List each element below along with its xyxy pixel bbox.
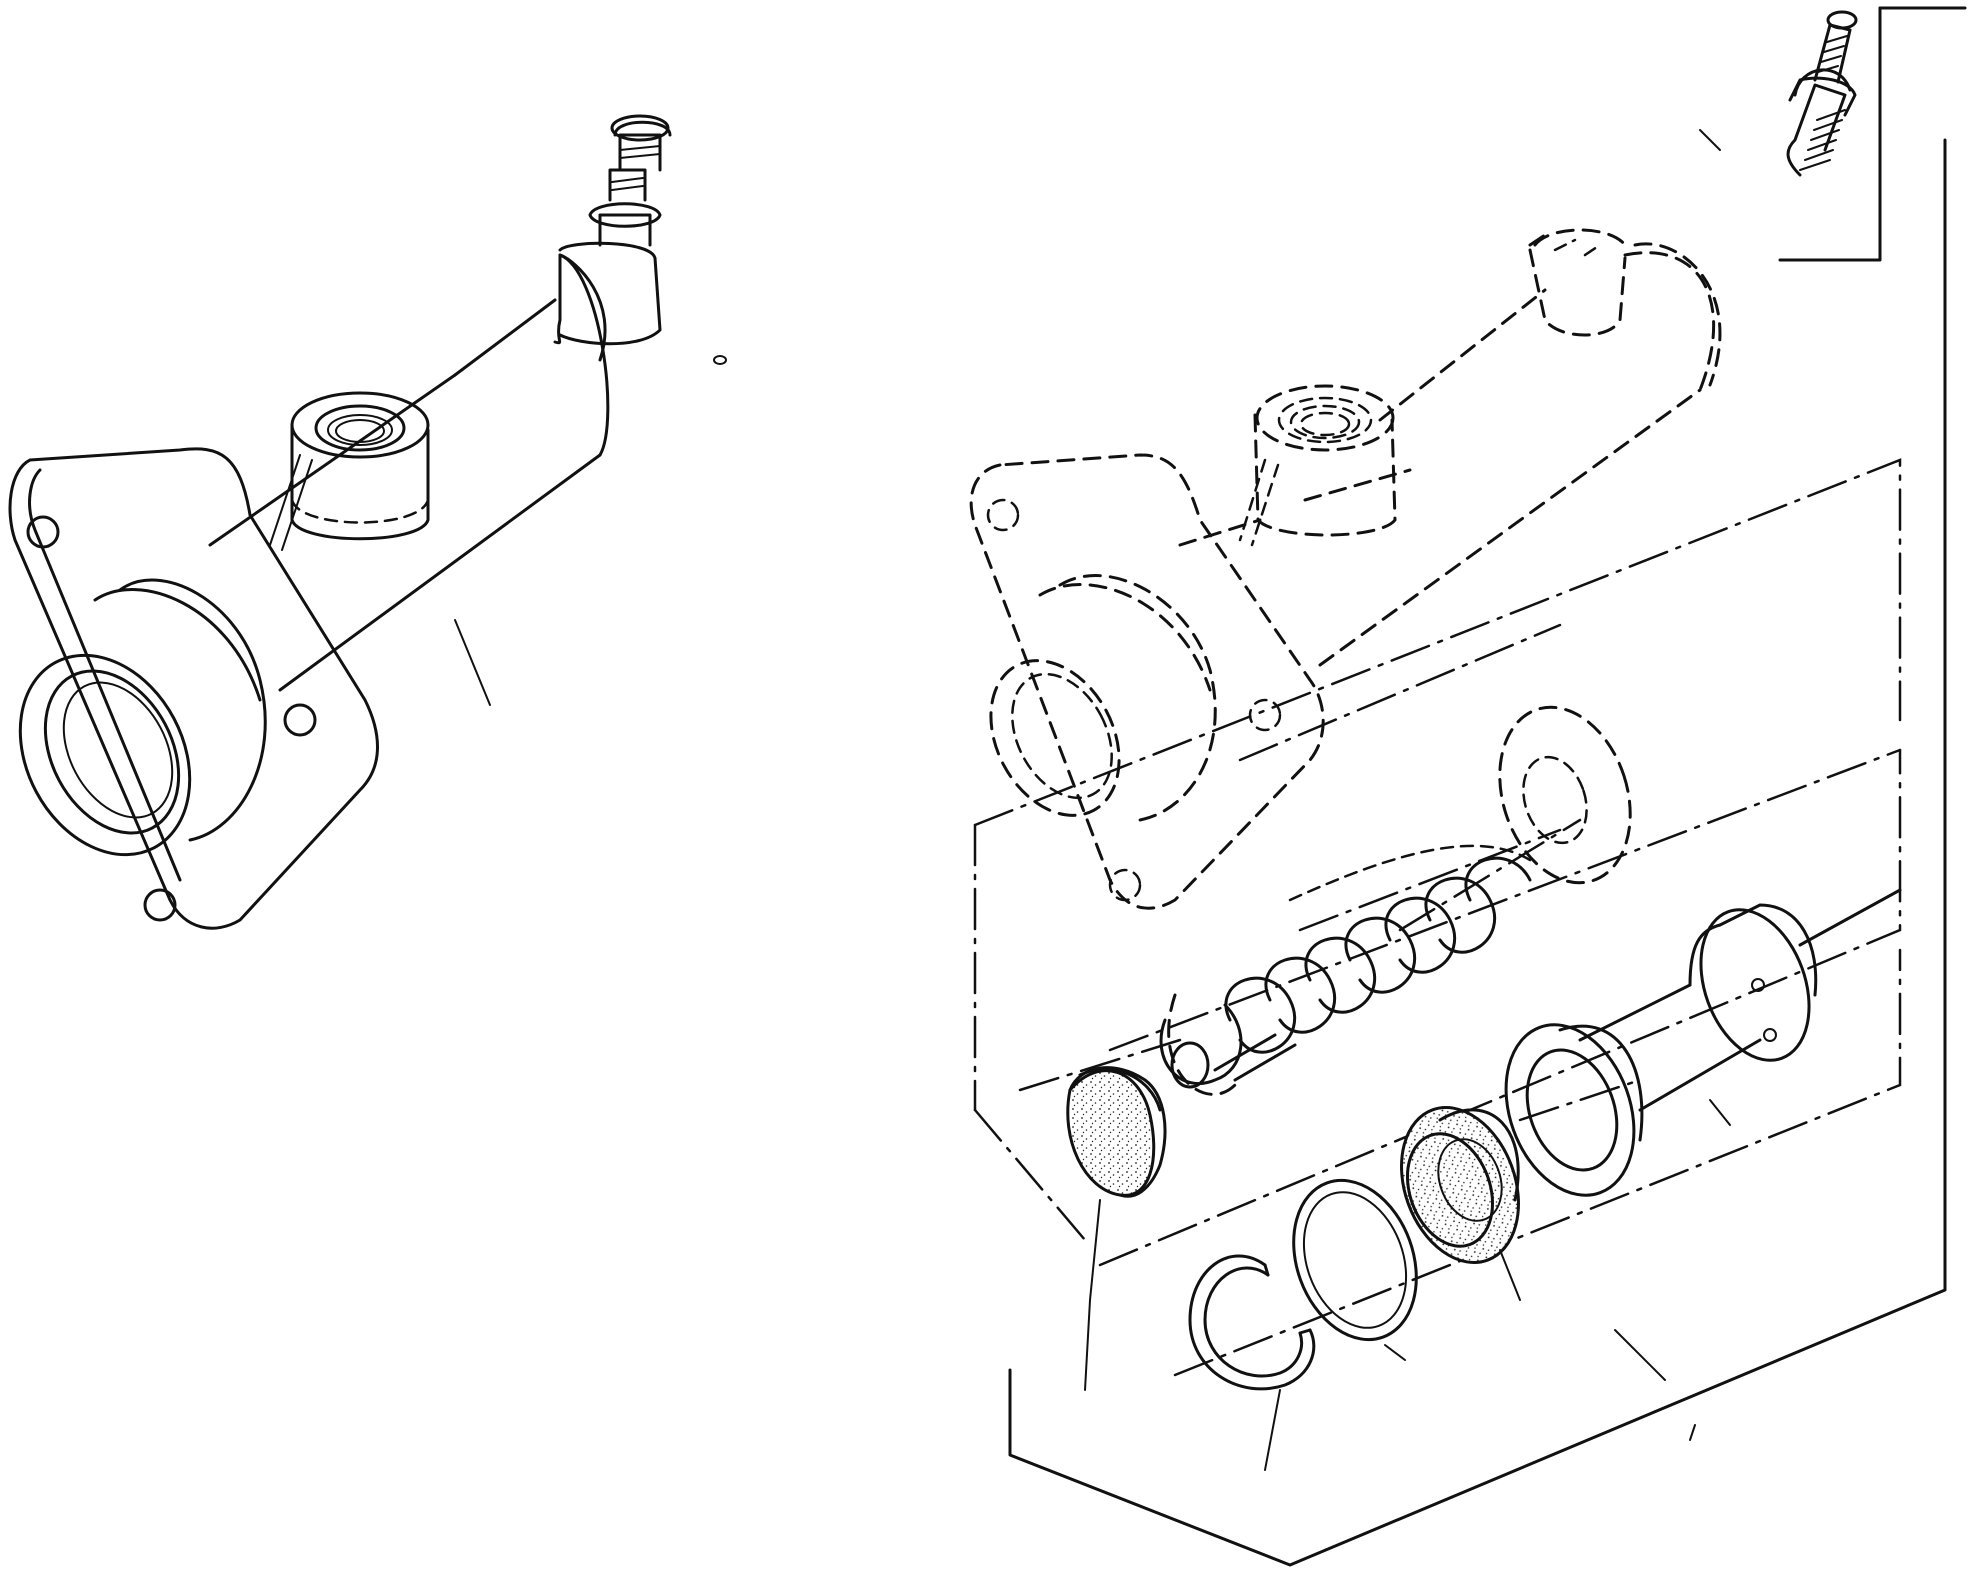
piston-ring [1504, 1023, 1644, 1197]
leader-lines [454, 129, 1731, 1471]
circlip [1188, 1254, 1316, 1391]
exploded-master-cylinder [454, 6, 1967, 1567]
cylinder-body [208, 253, 727, 692]
stop-ring [1292, 1178, 1418, 1342]
end-cap [1066, 1066, 1167, 1198]
piston [1578, 888, 1902, 1112]
bleeder-screw [1786, 10, 1858, 177]
assembly-bracket [1008, 6, 1967, 1567]
mounting-flange [8, 447, 379, 930]
explosion-axis-lines [973, 458, 1902, 1377]
inlet-port [269, 391, 430, 551]
piston-seal [1400, 1106, 1520, 1264]
return-spring [1159, 844, 1532, 1096]
assembled-master-cylinder [8, 114, 727, 930]
bleeder-screw [553, 114, 672, 346]
washer [1498, 705, 1632, 885]
cylinder-body-phantom [969, 228, 1722, 910]
